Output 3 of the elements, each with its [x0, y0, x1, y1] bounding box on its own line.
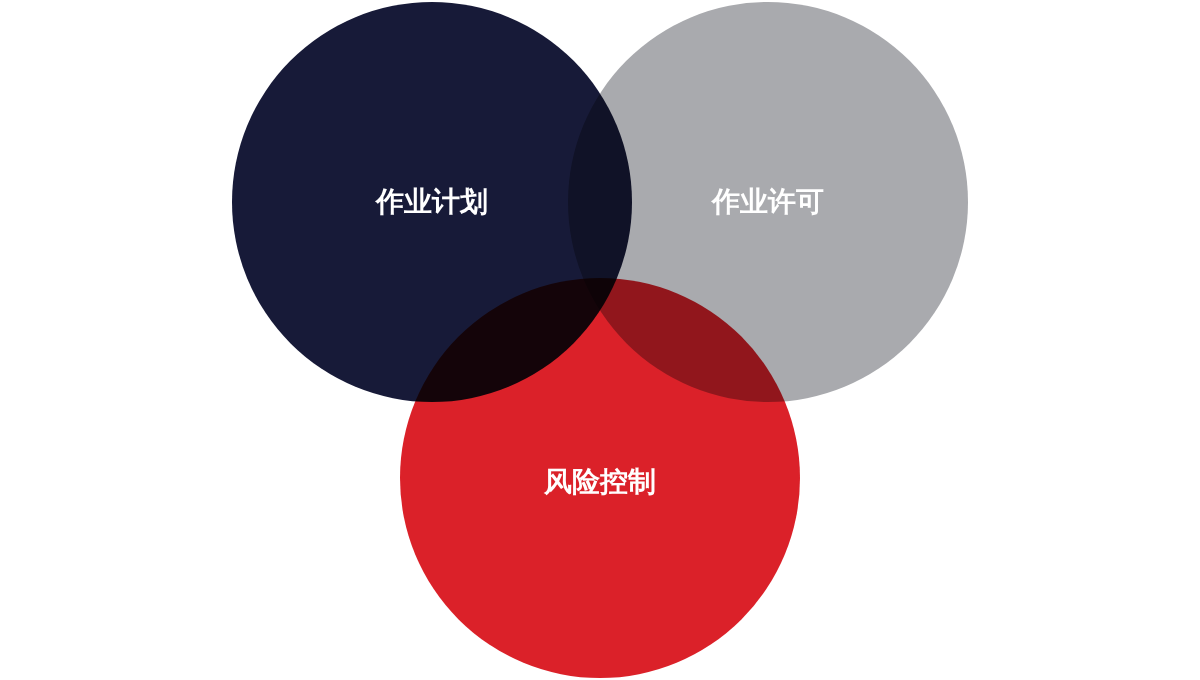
circle-label: 作业许可 — [712, 185, 824, 219]
circle-label: 风险控制 — [544, 465, 656, 499]
circle-label: 作业计划 — [376, 185, 488, 219]
